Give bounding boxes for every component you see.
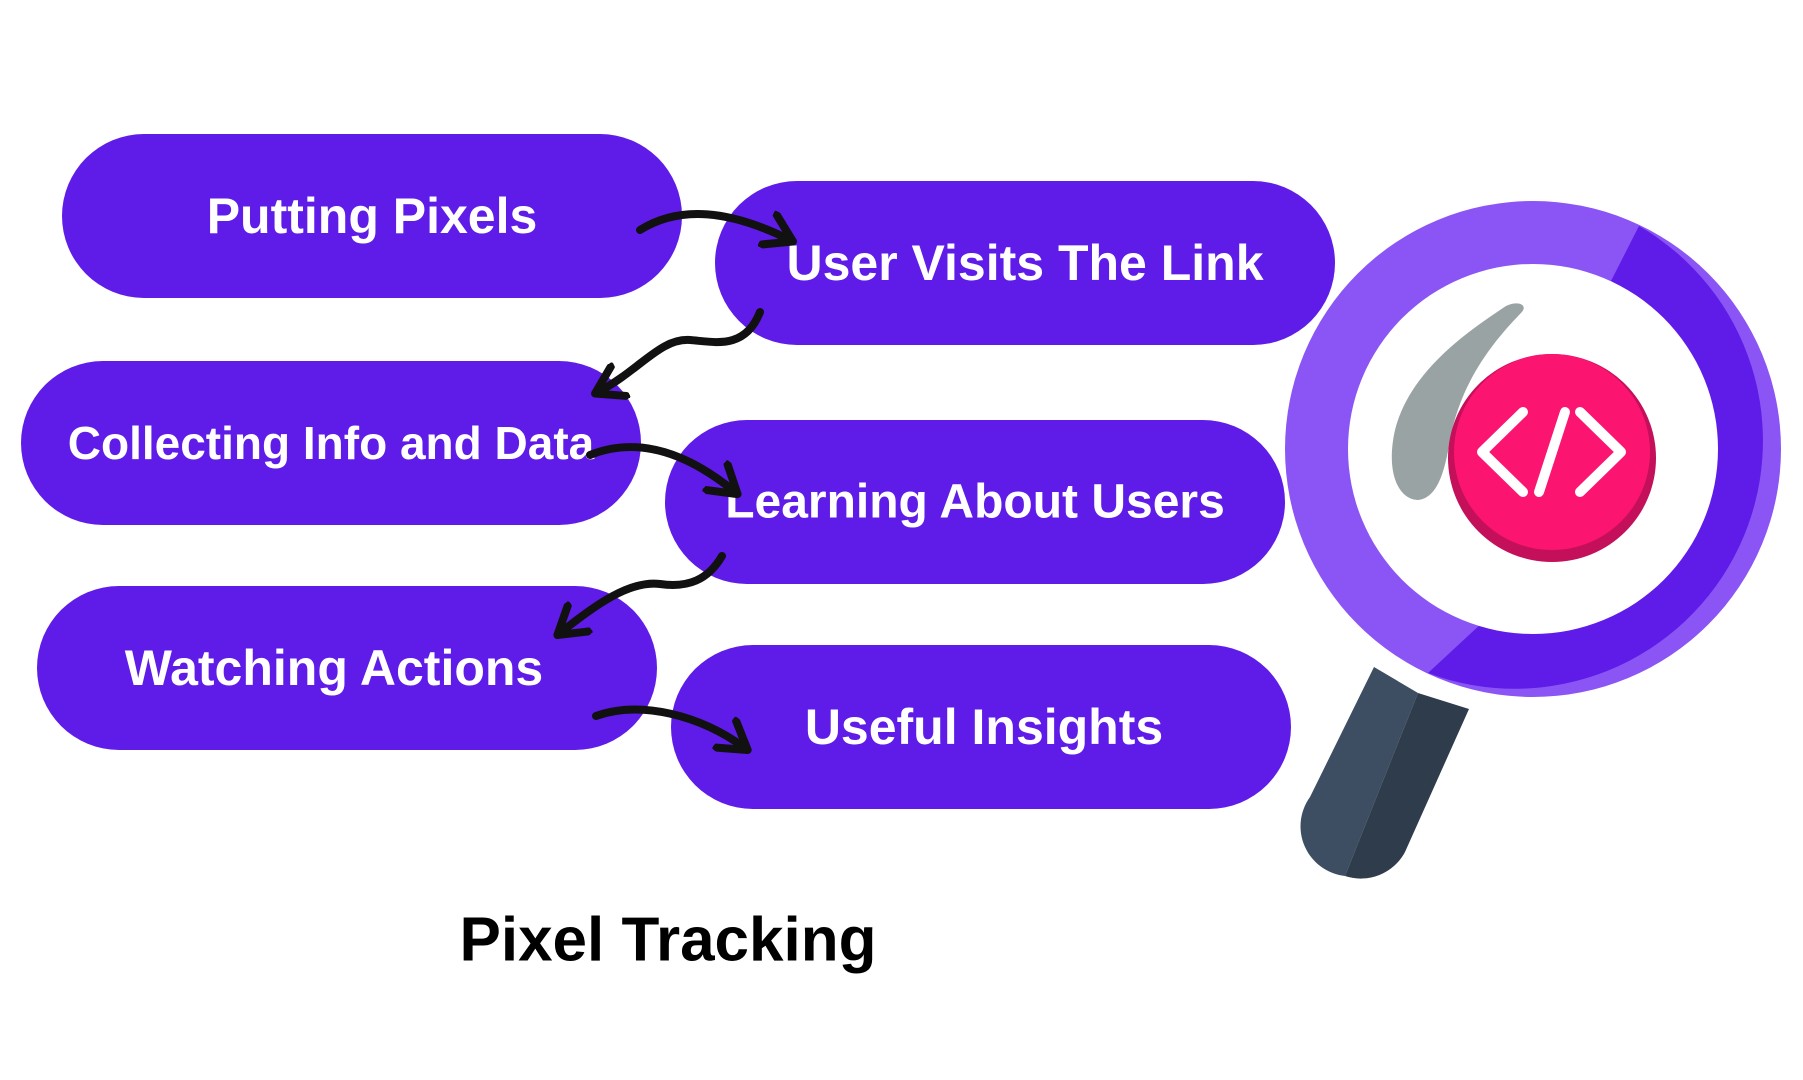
- code-brackets-icon: [1448, 354, 1656, 562]
- step-pill-user-visits-the-link: User Visits The Link: [715, 181, 1335, 345]
- step-pill-learning-about-users: Learning About Users: [665, 420, 1285, 584]
- right-angle-bracket-icon: [1575, 407, 1626, 497]
- step-pill-collecting-info-and-data: Collecting Info and Data: [21, 361, 641, 525]
- diagram-title: Pixel Tracking: [460, 906, 877, 975]
- pill-shape: [715, 181, 1335, 345]
- arrow-step4-to-step5: [560, 552, 726, 633]
- left-angle-bracket-icon: [1477, 407, 1528, 497]
- pill-shape: [665, 420, 1285, 584]
- pill-shape: [62, 134, 682, 298]
- step-label: User Visits The Link: [786, 235, 1263, 291]
- pill-shape: [37, 586, 657, 750]
- arrow-step2-to-step3: [598, 308, 764, 392]
- step-label: Learning About Users: [725, 476, 1225, 529]
- step-pill-watching-actions: Watching Actions: [37, 586, 657, 750]
- step-label: Putting Pixels: [207, 188, 538, 244]
- slash-icon: [1534, 407, 1570, 497]
- pill-shape: [671, 645, 1291, 809]
- step-label: Useful Insights: [805, 699, 1163, 755]
- arrow-step1-to-step2: [636, 210, 790, 240]
- arrow-step5-to-step6: [592, 705, 745, 748]
- step-pill-putting-pixels: Putting Pixels: [62, 134, 682, 298]
- arrow-step3-to-step4: [586, 443, 735, 492]
- magnifier-handle: [1300, 667, 1469, 879]
- step-label: Collecting Info and Data: [68, 417, 595, 469]
- magnifier-code-icon: [1285, 201, 1781, 879]
- glass-highlight: [1391, 303, 1524, 500]
- step-label: Watching Actions: [125, 640, 544, 696]
- pill-shape: [21, 361, 641, 525]
- step-pill-useful-insights: Useful Insights: [671, 645, 1291, 809]
